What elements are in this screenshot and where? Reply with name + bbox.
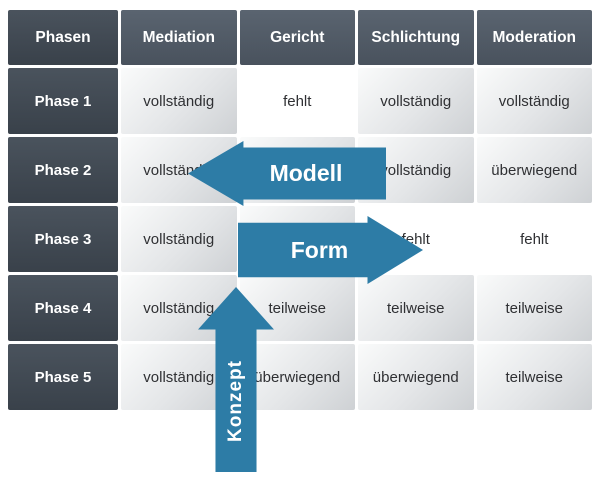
row-label: Phase 5: [8, 344, 118, 410]
column-header-gericht: Gericht: [239, 10, 355, 65]
column-header-schlichtung: Schlichtung: [358, 10, 474, 65]
table-cell: vollständig: [121, 206, 237, 272]
table-cell: teilweise: [239, 275, 355, 341]
table-cell: überwiegend: [476, 137, 592, 203]
modell-arrow-label: Modell: [269, 160, 343, 186]
table-cell: fehlt: [239, 68, 355, 134]
column-header-mediation: Mediation: [121, 10, 237, 65]
table-cell: vollständig: [476, 68, 592, 134]
table-cell: vollständig: [121, 68, 237, 134]
table-cell: vollständig: [358, 68, 474, 134]
form-arrow-label: Form: [290, 236, 349, 263]
table-cell: teilweise: [358, 275, 474, 341]
column-header-moderation: Moderation: [476, 10, 592, 65]
row-label: Phase 2: [8, 137, 118, 203]
table-cell: überwiegend: [358, 344, 474, 410]
row-label: Phase 4: [8, 275, 118, 341]
table-cell: überwiegend: [239, 344, 355, 410]
table-cell: fehlt: [476, 206, 592, 272]
row-label: Phase 1: [8, 68, 118, 134]
row-label: Phase 3: [8, 206, 118, 272]
konzept-arrow-label: Konzept: [225, 359, 246, 442]
table-cell: teilweise: [476, 344, 592, 410]
table-cell: teilweise: [476, 275, 592, 341]
column-header-phasen: Phasen: [8, 10, 118, 65]
